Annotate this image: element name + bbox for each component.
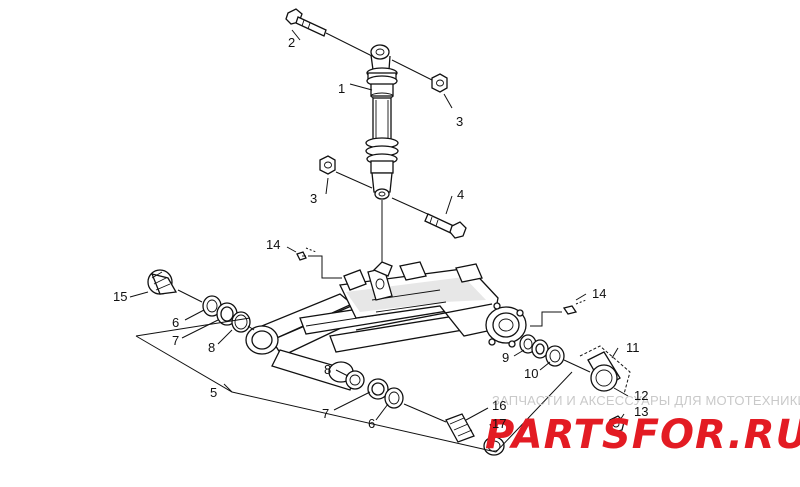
callout-13: 13	[634, 404, 648, 419]
callout-7-lower: 7	[322, 406, 329, 421]
callout-14-right: 14	[592, 286, 606, 301]
callout-2: 2	[288, 35, 295, 50]
upper-nut	[431, 73, 448, 93]
shock-body	[365, 67, 399, 200]
callout-7-upper: 7	[172, 333, 179, 348]
callout-6-upper: 6	[172, 315, 179, 330]
bearing-7-lower	[367, 378, 389, 400]
callout-17: 17	[492, 416, 506, 431]
callout-3-upper: 3	[456, 114, 463, 129]
watermark-tagline: ЗАПЧАСТИ И АКСЕССУАРЫ ДЛЯ МОТОТЕХНИКИ	[492, 393, 800, 408]
seal-8-left	[231, 311, 251, 333]
callout-9: 9	[502, 350, 509, 365]
watermark-logo: PARTSFOR.RU	[485, 412, 800, 458]
upper-bolt	[285, 8, 327, 37]
callout-8-lower: 8	[324, 362, 331, 377]
callout-8-upper: 8	[208, 340, 215, 355]
watermark: ЗАПЧАСТИ И АКСЕССУАРЫ ДЛЯ МОТОТЕХНИКИ PA…	[485, 393, 800, 458]
pivot-plug-16	[445, 413, 475, 443]
callout-10: 10	[524, 366, 538, 381]
cover-11	[579, 345, 631, 395]
bolt-14-left	[296, 247, 342, 279]
lower-nut	[319, 155, 336, 175]
callout-14-left: 14	[266, 237, 280, 252]
washer-10	[545, 345, 565, 367]
shock-absorber-assembly	[285, 8, 467, 280]
callout-3-lower: 3	[310, 191, 317, 206]
swing-arm	[245, 261, 527, 391]
callout-15: 15	[113, 289, 127, 304]
pivot-plug-15	[147, 269, 178, 295]
callout-4: 4	[457, 187, 464, 202]
callout-6-lower: 6	[368, 416, 375, 431]
bolt-14-right	[530, 299, 587, 327]
callout-11: 11	[626, 340, 640, 355]
callout-1: 1	[338, 81, 345, 96]
seal-8-lower	[345, 370, 365, 390]
washer-6-lower	[384, 387, 404, 409]
callout-12: 12	[634, 388, 648, 403]
callout-leaders	[129, 29, 629, 439]
lower-bolt	[424, 213, 467, 239]
shock-top-mount	[370, 44, 391, 71]
callout-5: 5	[210, 385, 217, 400]
callout-labels: 1 2 3 3 4 5 6 6 7 7 8 8 9 10 11 12 13 14…	[113, 35, 648, 431]
callout-16: 16	[492, 398, 506, 413]
